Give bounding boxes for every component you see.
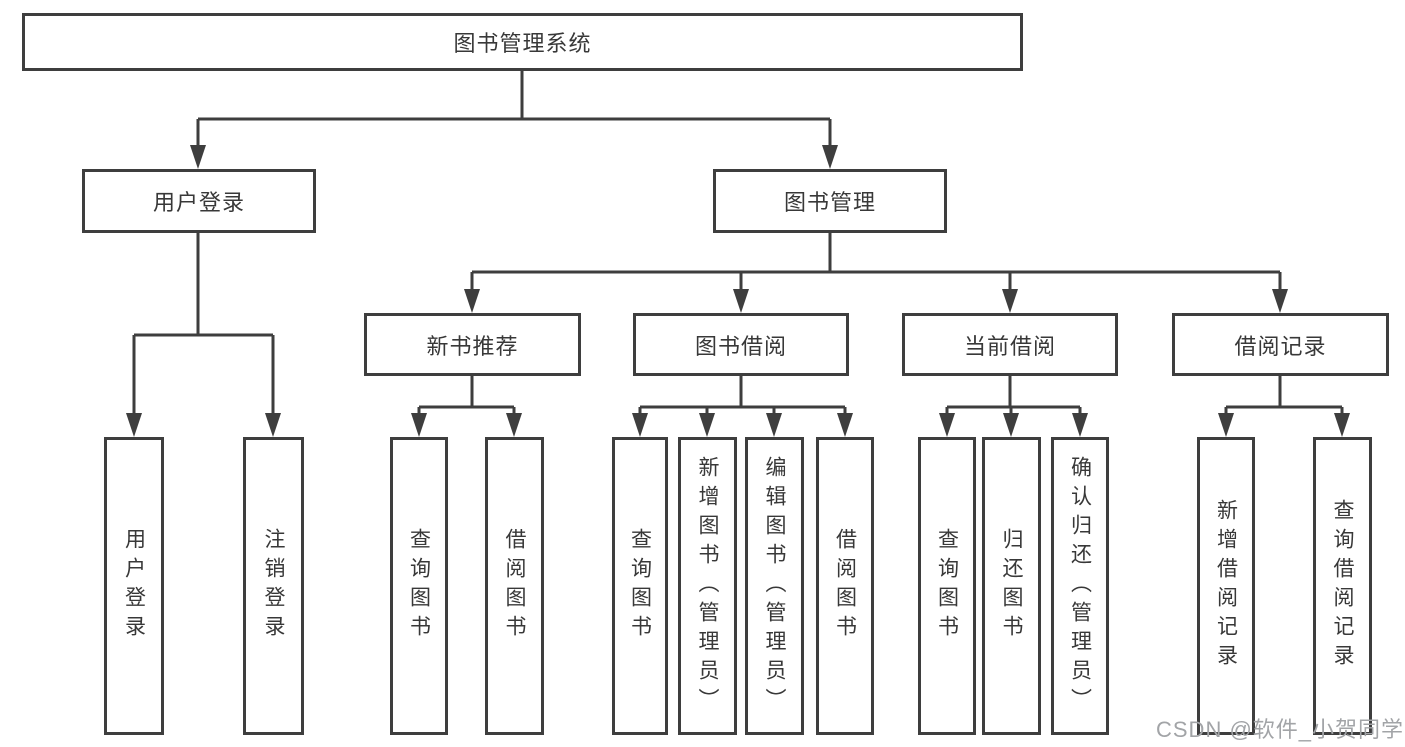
node-user-login: 用户登录 bbox=[82, 169, 316, 233]
leaf-query-borrow-record: 查询借阅记录 bbox=[1313, 437, 1372, 735]
leaf-confirm-return-admin: 确认归还（管理员） bbox=[1051, 437, 1109, 735]
node-current-borrow: 当前借阅 bbox=[902, 313, 1118, 376]
leaf-return-book: 归还图书 bbox=[982, 437, 1041, 735]
leaf-logout: 注销登录 bbox=[243, 437, 304, 735]
csdn-watermark: CSDN @软件_小贺同学 bbox=[1156, 717, 1405, 742]
leaf-borrow-book: 借阅图书 bbox=[816, 437, 874, 735]
node-book-borrow: 图书借阅 bbox=[633, 313, 849, 376]
leaf-add-borrow-record: 新增借阅记录 bbox=[1197, 437, 1255, 735]
leaf-query-book-borrow: 查询图书 bbox=[612, 437, 668, 735]
node-root-system: 图书管理系统 bbox=[22, 13, 1023, 71]
node-new-book-recommend: 新书推荐 bbox=[364, 313, 581, 376]
node-borrow-record: 借阅记录 bbox=[1172, 313, 1389, 376]
leaf-query-book-current: 查询图书 bbox=[918, 437, 976, 735]
leaf-edit-book-admin: 编辑图书（管理员） bbox=[745, 437, 804, 735]
leaf-query-book-recommend: 查询图书 bbox=[390, 437, 448, 735]
node-book-management: 图书管理 bbox=[713, 169, 947, 233]
leaf-user-login: 用户登录 bbox=[104, 437, 164, 735]
leaf-borrow-book-recommend: 借阅图书 bbox=[485, 437, 544, 735]
leaf-add-book-admin: 新增图书（管理员） bbox=[678, 437, 737, 735]
